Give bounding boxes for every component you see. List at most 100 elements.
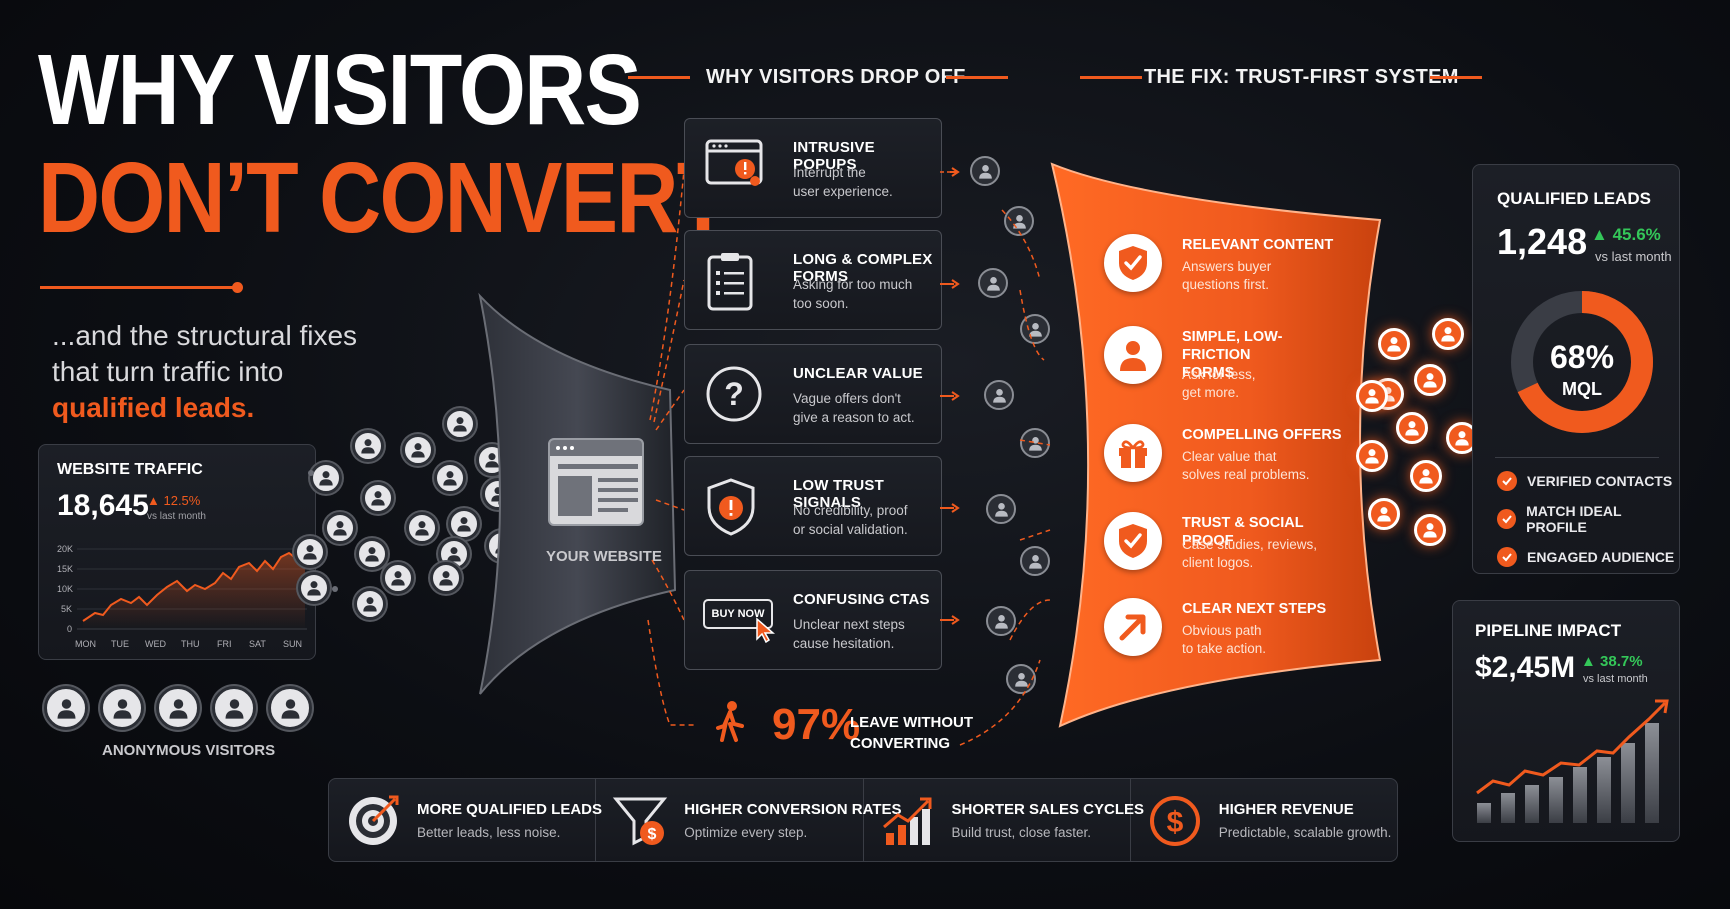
buy-now-text: BUY NOW (711, 608, 765, 620)
benefit-desc: Build trust, close faster. (951, 825, 1092, 840)
fix-desc-line: Ask for less, (1182, 367, 1256, 382)
fix-funnel-shape (1050, 162, 1382, 728)
dropoff-person-icon (1020, 428, 1050, 458)
benefit-title: HIGHER CONVERSION RATES (684, 801, 902, 818)
clipboard-form-icon (705, 251, 755, 316)
visitor-icon (298, 572, 330, 604)
crowd-dot (308, 470, 314, 476)
leads-title: QUALIFIED LEADS (1497, 189, 1651, 208)
qualified-lead-icon (1356, 440, 1388, 472)
visitor-icon (294, 536, 326, 568)
pipeline-title: PIPELINE IMPACT (1475, 621, 1622, 640)
traffic-change: ▲ 12.5% (147, 493, 201, 508)
fix-header: THE FIX: TRUST-FIRST SYSTEM (1144, 66, 1459, 88)
fix-desc: Case studies, reviews, client logos. (1182, 536, 1317, 572)
fix-title-line: RELEVANT CONTENT (1182, 237, 1334, 253)
problem-title: INTRUSIVE POPUPS (793, 139, 875, 173)
check-icon (1497, 509, 1517, 529)
traffic-y-tick: 0 (67, 624, 72, 634)
leave-percent: 97% (772, 700, 861, 749)
pipeline-change: ▲ 38.7% (1581, 653, 1643, 670)
fix-desc-line: to take action. (1182, 641, 1267, 656)
pipeline-chart (1476, 699, 1669, 823)
fix-desc-line: solves real problems. (1182, 467, 1310, 482)
title-divider (40, 286, 236, 289)
dropoff-person-icon (1004, 206, 1034, 236)
dropoff-person-icon (978, 268, 1008, 298)
fix-desc: Obvious path to take action. (1182, 622, 1266, 658)
traffic-x-tick: WED (145, 639, 166, 649)
benefit-title: MORE QUALIFIED LEADS (417, 801, 603, 818)
traffic-title: WEBSITE TRAFFIC (57, 461, 203, 478)
visitor-icon (402, 434, 434, 466)
problem-desc-line: Unclear next steps (793, 617, 905, 632)
pipeline-bar (1549, 777, 1563, 823)
visitor-icon (434, 462, 466, 494)
traffic-value: 18,645 (57, 489, 149, 522)
leave-text: LEAVE WITHOUT CONVERTING (850, 712, 973, 754)
check-icon (1497, 547, 1517, 567)
dropoff-header: WHY VISITORS DROP OFF (706, 66, 966, 88)
fix-title: RELEVANT CONTENT (1182, 236, 1333, 254)
pipeline-bar (1501, 793, 1515, 823)
subtitle-text: ...and the structural fixes that turn tr… (52, 320, 358, 387)
fix-desc-line: client logos. (1182, 555, 1254, 570)
problem-desc: Interrupt the user experience. (793, 163, 893, 201)
pipeline-bar (1573, 767, 1587, 823)
pipeline-change-value: 38.7% (1600, 653, 1643, 670)
user-form-icon (1104, 326, 1162, 384)
visitor-icon (356, 538, 388, 570)
title-line-1: WHY VISITORS (38, 34, 642, 146)
fix-desc-line: get more. (1182, 385, 1240, 400)
title-line-2: DON’T CONVERT (38, 142, 729, 254)
fix-desc-line: Case studies, reviews, (1182, 537, 1318, 552)
problem-desc-line: Interrupt the (793, 165, 866, 180)
dropoff-person-icon (984, 380, 1014, 410)
leads-change-note: vs last month (1595, 249, 1672, 264)
anonymous-visitor-icon (44, 686, 88, 730)
problem-desc-line: Vague offers don't (793, 391, 901, 406)
problem-desc-line: No credibility, proof (793, 503, 908, 518)
fix-desc-line: Obvious path (1182, 623, 1262, 638)
anonymous-visitors-row (44, 686, 324, 736)
fix-title-line: FORMS (1182, 365, 1235, 381)
svg-text:?: ? (724, 376, 744, 412)
pipeline-bar (1597, 757, 1611, 823)
leads-change-value: 45.6% (1612, 225, 1661, 244)
mid-connectors (940, 167, 1051, 746)
mql-donut (1511, 291, 1653, 433)
pipeline-bar (1525, 785, 1539, 823)
pipeline-value: $2,45M (1475, 651, 1576, 684)
benefit-desc: Better leads, less noise. (417, 825, 561, 840)
donut-sub: MQL (1562, 379, 1602, 399)
fix-title-line: SIMPLE, LOW-FRICTION (1182, 329, 1283, 363)
qualified-lead-icon (1414, 514, 1446, 546)
traffic-y-tick: 20K (57, 544, 73, 554)
walking-person-icon (712, 700, 746, 749)
fix-header-line-left (1080, 76, 1142, 79)
funnel-connectors (647, 169, 696, 726)
fix-desc-line: Clear value that (1182, 449, 1277, 464)
arrow-up-right-icon (1104, 598, 1162, 656)
crowd-dot (332, 586, 338, 592)
fix-desc-line: Answers buyer (1182, 259, 1272, 274)
fix-title: SIMPLE, LOW-FRICTION FORMS (1182, 328, 1344, 382)
traffic-x-tick: SAT (249, 639, 266, 649)
qualified-lead-icon (1414, 364, 1446, 396)
title-divider-dot (232, 282, 243, 293)
pipeline-trend-arrow (1655, 699, 1669, 714)
traffic-change-value: 12.5% (163, 493, 201, 508)
problem-desc-line: user experience. (793, 184, 893, 199)
traffic-x-tick: FRI (217, 639, 232, 649)
visitor-icon (352, 430, 384, 462)
leave-line-1: LEAVE WITHOUT (850, 714, 974, 731)
